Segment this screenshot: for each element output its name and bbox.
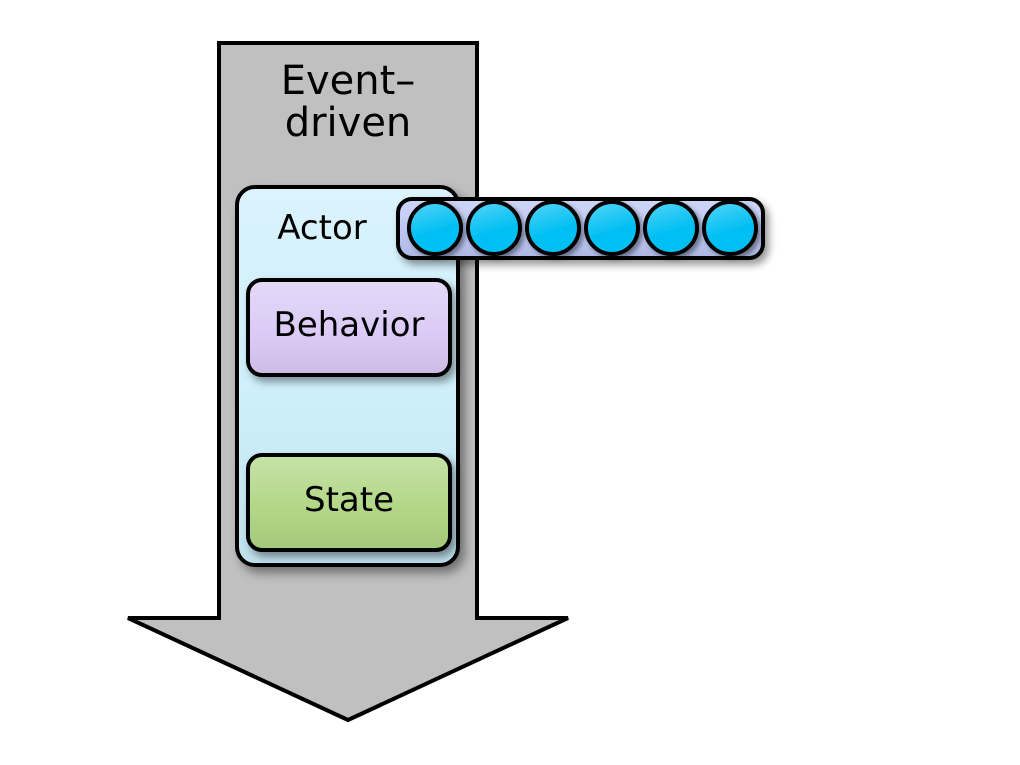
message-circle	[466, 200, 522, 256]
state-label: State	[304, 480, 394, 520]
behavior-label: Behavior	[273, 305, 425, 345]
message-circle	[525, 200, 581, 256]
state-box	[246, 453, 452, 552]
message-circle	[702, 200, 758, 256]
message-circle	[407, 200, 463, 256]
message-circle	[643, 200, 699, 256]
event-driven-label: Event– driven	[280, 58, 416, 147]
message-circle	[584, 200, 640, 256]
mailbox-messages	[407, 200, 758, 256]
actor-label: Actor	[277, 208, 367, 248]
behavior-box	[246, 278, 452, 377]
